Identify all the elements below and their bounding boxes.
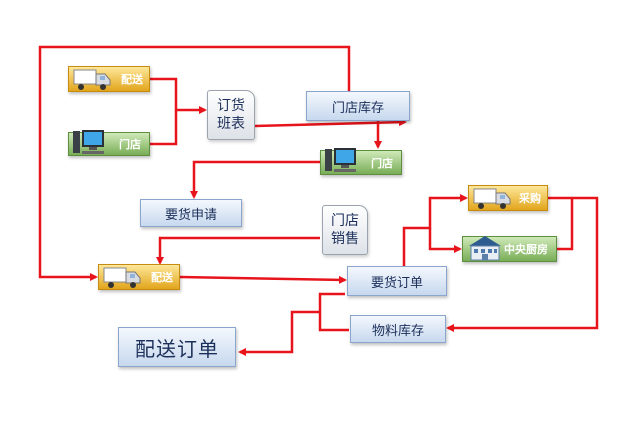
delivery-order-label: 配送订单 — [135, 336, 219, 361]
store-node-top-label: 门店 — [119, 138, 141, 151]
building-icon — [469, 236, 501, 261]
store-inventory-box[interactable]: 门店库存 — [306, 91, 410, 121]
connector-to-delivery-order — [238, 310, 320, 356]
store-node-mid-label: 门店 — [371, 156, 393, 170]
delivery-node-top[interactable]: 配送 — [68, 66, 150, 92]
connector-outer-loop — [38, 45, 351, 281]
connector-order-to-kitchen — [428, 228, 462, 253]
connector-store-to-schedule — [150, 110, 178, 146]
store-sales-line1: 门店 — [331, 213, 359, 229]
purchase-node[interactable]: 采购 — [468, 185, 548, 211]
connector-purchase-to-material — [446, 196, 599, 332]
store-sales-doc[interactable]: 门店 销售 — [322, 205, 368, 255]
central-kitchen-label: 中央厨房 — [504, 243, 548, 256]
purchase-node-label: 采购 — [519, 192, 541, 205]
delivery-order-box[interactable]: 配送订单 — [118, 327, 236, 367]
truck-icon — [103, 267, 141, 288]
store-node-top[interactable]: 门店 — [68, 130, 150, 156]
computer-icon — [73, 130, 104, 154]
delivery-node-top-label: 配送 — [121, 73, 143, 86]
computer-icon — [325, 148, 356, 172]
order-schedule-doc[interactable]: 订货 班表 — [207, 90, 255, 140]
store-sales-line2: 销售 — [331, 231, 359, 247]
connector-delivery-to-schedule — [150, 77, 207, 114]
connector-order-to-material — [318, 292, 349, 332]
requisition-request-label: 要货申请 — [164, 207, 217, 223]
order-schedule-line2: 班表 — [217, 116, 245, 132]
store-inventory-label: 门店库存 — [331, 100, 384, 116]
delivery-node-mid[interactable]: 配送 — [98, 264, 180, 290]
requisition-order-box[interactable]: 要货订单 — [347, 266, 447, 296]
central-kitchen-node[interactable]: 中央厨房 — [462, 236, 557, 262]
connector-schedule-to-inventory — [254, 118, 407, 128]
truck-icon — [73, 69, 111, 90]
store-node-mid[interactable]: 门店 — [320, 148, 402, 175]
truck-icon — [473, 188, 511, 209]
connector-kitchen-to-material — [557, 198, 574, 251]
connector-store-to-requisition — [190, 160, 320, 199]
requisition-request-box[interactable]: 要货申请 — [140, 199, 242, 227]
material-inventory-box[interactable]: 物料库存 — [350, 315, 446, 343]
order-schedule-line1: 订货 — [217, 98, 245, 114]
connector-delivery-to-order — [179, 275, 347, 284]
material-inventory-label: 物料库存 — [371, 323, 424, 339]
delivery-node-mid-label: 配送 — [151, 271, 173, 284]
requisition-order-label: 要货订单 — [370, 275, 423, 291]
connector-order-to-purchase — [402, 194, 468, 267]
connector-sales-to-delivery — [156, 236, 320, 265]
